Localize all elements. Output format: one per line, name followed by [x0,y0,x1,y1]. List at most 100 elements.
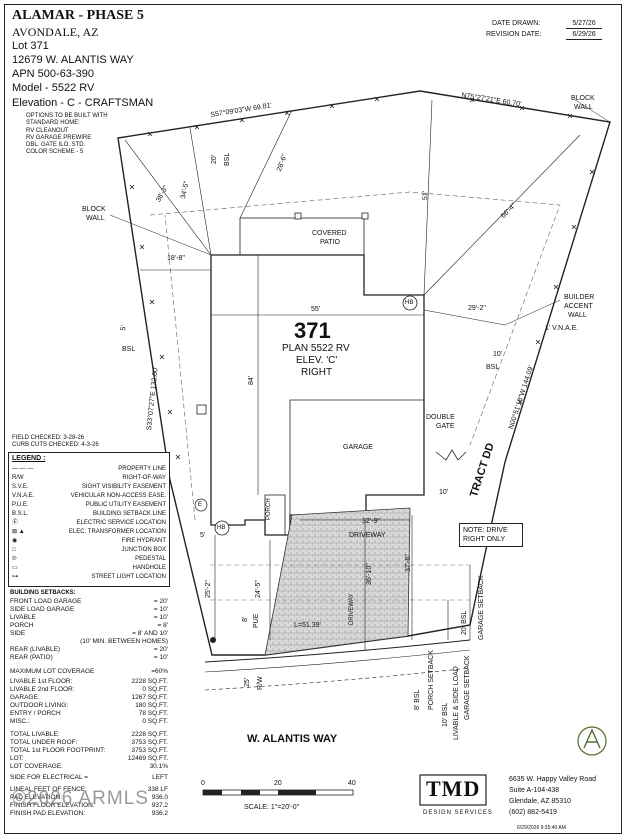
hb-marker-bottom [214,520,230,536]
setback-row: SIDE= 8' AND 10' [10,630,168,638]
setback-value: (10' MIN. BETWEEN HOMES) [80,638,168,645]
plan-name: PLAN 5522 RV [282,343,350,354]
legend-row: ⊶STREET LIGHT LOCATION [9,573,169,582]
electric-service-icon: Ⓔ [12,520,19,526]
bsl-left: BSL [122,346,136,353]
legend-key: R/W [12,475,24,481]
house-footprint [210,254,425,536]
legend-row: — — — PROPERTY LINE [9,465,169,474]
handhole-icon: ▭ [12,565,18,571]
rw-label: R/W [257,676,264,690]
legend-title: LEGEND : [12,455,46,462]
fence-row: LINEAL FEET OF FENCE: 338 LF [10,786,168,794]
total-row: LOT COVERAGE: 30.1% [10,763,168,771]
legend-value: RIGHT-OF-WAY [122,475,166,481]
legend-row: V.N.A.E. VEHICULAR NON-ACCESS EASE. [9,492,169,501]
setback-row: REAR (PATIO)= 10' [10,654,168,662]
covered-patio-label-2: PATIO [320,239,340,246]
legend-value: JUNCTION BOX [121,547,166,553]
legend-value: ELECTRIC SERVICE LOCATION [76,520,166,526]
legend-value: PEDESTAL [135,556,166,562]
setback-key: PORCH [10,622,34,629]
bsl-10: 10' BSL [442,702,449,727]
dim-36-10: 36'-10" [366,563,373,585]
company-logo-frame [419,774,487,806]
dim-25-2: 25'-2" [205,580,212,598]
total-key: LOT COVERAGE: [10,763,63,770]
total-row: TOTAL 1st FLOOR FOOTPRINT:3753 SQ.FT. [10,747,168,755]
garage-setback-label-2: GARAGE SETBACK [464,655,471,720]
dim-18-8: 18'-8" [167,255,185,262]
lot-number: 371 [294,318,331,343]
total-key: TOTAL UNDER ROOF: [10,739,78,746]
dim-5-porch: 5' [200,532,206,539]
area-value: 180 SQ.FT. [135,702,168,709]
finish-floor-value: 937.2 [151,802,168,809]
area-key: ENTRY / PORCH [10,710,61,717]
legend-row: ◉FIRE HYDRANT [9,537,169,546]
setback-row: REAR (LIVABLE)= 20' [10,646,168,654]
area-key: MISC.: [10,718,30,725]
dim-5-left: 5' [120,324,128,332]
curb-checked: CURB CUTS CHECKED: 4-3-26 [12,442,99,448]
builder-wall: BUILDER [564,294,595,301]
legend-value: PUBLIC UTILITY EASEMENT [85,502,166,508]
driveway-vertical-label: DRIVEWAY [349,593,355,625]
setback-key: LIVABLE [10,614,36,621]
legend-key: S.V.E. [12,484,29,490]
total-row: TOTAL LIVABLE:2228 SQ.FT. [10,731,168,739]
porch-outline [264,494,286,536]
legend-row: R/W RIGHT-OF-WAY [9,474,169,483]
pad-key: PAD ELEVATION: [10,794,63,801]
legend-value: STREET LIGHT LOCATION [91,574,166,580]
total-row: LOT:12469 SQ.FT. [10,755,168,763]
bsl-8: 8' BSL [414,689,421,710]
setback-value: = 10' [153,614,168,621]
date-drawn-value: 5/27/26 [566,20,602,29]
legend-row: □JUNCTION BOX [9,546,169,555]
legend-row: ▭HANDHOLE [9,564,169,573]
legend-key: V.N.A.E. [12,493,35,499]
drive-note-line-1: NOTE: DRIVE [463,527,508,534]
fence-value: 338 LF [147,786,168,793]
arc-length: L=51.39' [294,622,321,629]
company-seal [577,726,607,756]
setback-value: = 8' [157,622,168,629]
dim-34-5 [189,127,212,256]
legend-row: S.V.E.SIGHT VISIBILITY EASEMENT [9,483,169,492]
setbacks-title: BUILDING SETBACKS: [10,590,76,596]
fence-key: LINEAL FEET OF FENCE: [10,786,87,793]
legend-value: VEHICULAR NON-ACCESS EASE. [70,493,166,499]
total-value: 12469 SQ.FT. [127,755,168,762]
elevation: Elevation - C - CRAFTSMAN [12,97,154,109]
dim-51: 51' [422,190,430,201]
area-row: GARAGE:1267 SQ.FT. [10,694,168,702]
date-drawn-label: DATE DRAWN: [492,20,541,27]
scale-bar [202,789,354,796]
company-address-2: Suite A-104-438 [509,787,560,794]
driveway [264,507,411,656]
legend-value: PROPERTY LINE [118,466,166,472]
area-key: GARAGE: [10,694,40,701]
area-row: LIVABLE 2nd FLOOR:0 SQ.FT. [10,686,168,694]
option-1: RV CLEANOUT [26,128,69,134]
company-address-3: Glendale, AZ 85310 [509,798,571,805]
revision-value: 6/29/26 [566,31,602,40]
max-coverage-value: =60% [151,668,168,675]
dim-20-top: 20' [211,154,218,164]
finish-pad-row: FINISH PAD ELEVATION:936.2 [10,810,168,818]
property-line-symbol: — — — [12,466,34,472]
total-key: TOTAL LIVABLE: [10,731,60,738]
total-value: 30.1% [149,763,168,770]
covered-patio [239,217,365,256]
area-key: LIVABLE 1st FLOOR: [10,678,73,685]
double-gate-label: DOUBLE [426,414,455,421]
armls-watermark: ©2026 ARMLS [12,788,149,809]
dim-29-2: 29'-2" [468,305,486,312]
setback-value: = 8' AND 10' [132,630,168,637]
drive-note: NOTE: DRIVE RIGHT ONLY [459,523,523,547]
dim-right-setbacks [447,565,471,640]
scale-tick-0: 0 [201,780,205,787]
company-logo: TMD [426,776,481,801]
junction-box [196,404,207,415]
